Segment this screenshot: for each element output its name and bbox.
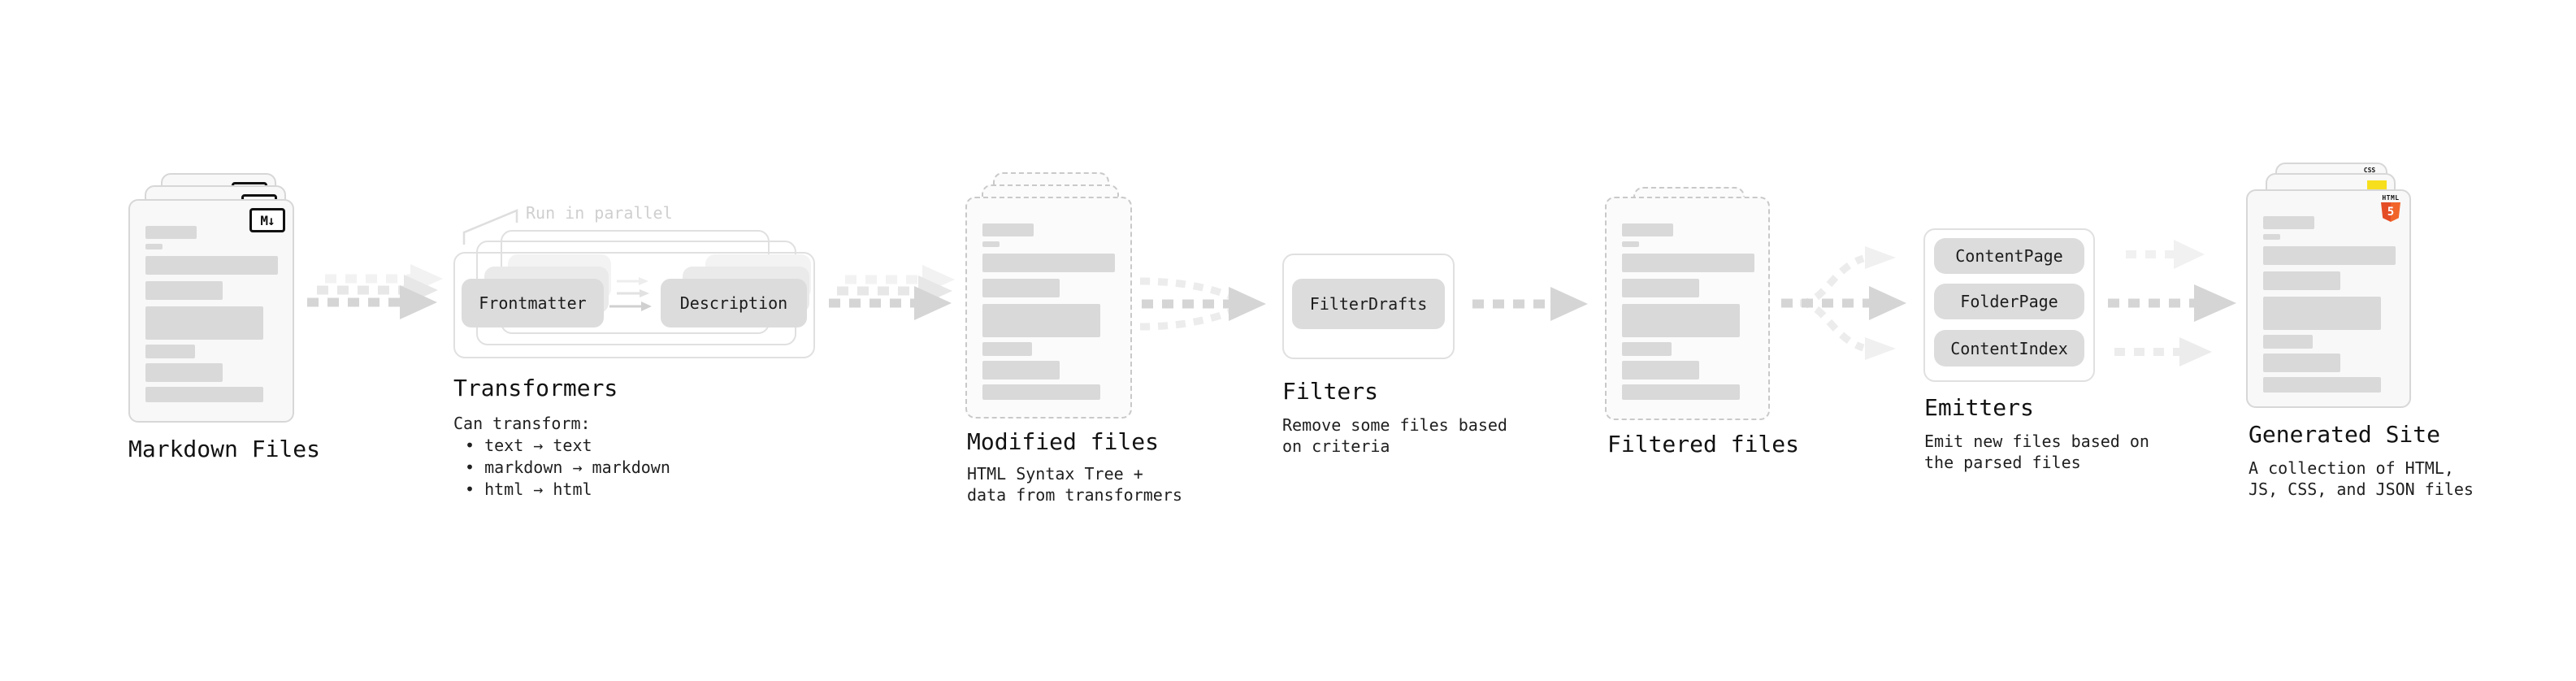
stage-emitters: ContentPage FolderPage ContentIndex <box>1923 228 2095 382</box>
text-line-placeholder <box>982 223 1034 236</box>
stage-title-modified-files: Modified files <box>967 428 1160 455</box>
contentpage-pill: ContentPage <box>1934 238 2084 274</box>
arrow-filtered-to-emitters <box>1781 246 1906 360</box>
arrow-emitters-to-generated <box>2108 240 2236 367</box>
generated-file-card-front: HTML 5 <box>2246 189 2411 408</box>
text-line-placeholder <box>2263 354 2340 372</box>
stage-filters: FilterDrafts <box>1282 254 1455 359</box>
text-line-placeholder <box>145 244 163 249</box>
text-line-placeholder <box>982 241 1000 247</box>
emitters-box <box>1923 228 2095 382</box>
stage-title-markdown-files: Markdown Files <box>128 436 321 462</box>
arrow-modified-to-filters <box>1139 277 1266 331</box>
transformers-desc: Can transform: <box>453 414 591 433</box>
text-line-placeholder <box>145 281 223 300</box>
markdown-file-card-front: M↓ <box>128 199 294 423</box>
generated-site-desc: JS, CSS, and JSON files <box>2249 479 2474 499</box>
stage-title-filtered-files: Filtered files <box>1607 431 1800 458</box>
stage-title-filters: Filters <box>1282 378 1379 405</box>
modified-file-card-front <box>965 197 1132 419</box>
text-line-placeholder <box>2263 297 2381 330</box>
stage-transformers: Frontmatter Description <box>453 230 815 358</box>
text-line-placeholder <box>145 387 263 402</box>
modified-files-desc: HTML Syntax Tree + <box>967 464 1143 484</box>
text-line-placeholder <box>2263 335 2313 349</box>
filterdrafts-pill: FilterDrafts <box>1292 279 1445 329</box>
transformer-box-front <box>453 252 815 358</box>
transformers-desc: • html → html <box>465 479 592 499</box>
text-line-placeholder <box>145 363 223 382</box>
arrow-filters-to-filtered <box>1472 287 1588 321</box>
transformers-desc: • markdown → markdown <box>465 458 670 477</box>
description-pill: Description <box>661 279 807 327</box>
text-line-placeholder <box>1622 304 1740 337</box>
generated-site-desc: A collection of HTML, <box>2249 458 2454 478</box>
html5-icon: HTML 5 <box>2380 194 2401 222</box>
markdown-icon: M↓ <box>249 208 285 232</box>
stage-generated-site: CSS HTML 5 <box>2246 163 2411 408</box>
text-line-placeholder <box>1622 223 1673 236</box>
text-line-placeholder <box>982 342 1032 356</box>
stage-markdown-files: M↓ M↓ M↓ <box>128 173 294 423</box>
text-line-placeholder <box>1622 254 1754 272</box>
folderpage-pill: FolderPage <box>1934 284 2084 319</box>
text-line-placeholder <box>982 361 1060 380</box>
text-line-placeholder <box>145 306 263 340</box>
text-line-placeholder <box>982 304 1100 337</box>
text-line-placeholder <box>1622 279 1699 297</box>
stage-modified-files <box>965 172 1132 419</box>
text-line-placeholder <box>2263 377 2381 393</box>
js-icon <box>2367 180 2387 191</box>
arrow-markdown-to-transformers <box>307 264 443 319</box>
text-line-placeholder <box>2263 246 2396 265</box>
run-in-parallel-label: Run in parallel <box>526 203 673 223</box>
modified-files-desc: data from transformers <box>967 485 1182 505</box>
stage-filtered-files <box>1605 187 1770 420</box>
text-line-placeholder <box>982 279 1060 297</box>
text-line-placeholder <box>145 256 278 275</box>
stage-title-transformers: Transformers <box>453 375 618 401</box>
filtered-file-card-front <box>1605 197 1770 420</box>
text-line-placeholder <box>2263 216 2314 229</box>
text-line-placeholder <box>2263 234 2280 240</box>
stage-title-emitters: Emitters <box>1924 394 2034 421</box>
emitters-desc: the parsed files <box>1924 453 2081 472</box>
filters-desc: Remove some files based <box>1282 415 1507 435</box>
filters-box <box>1282 254 1455 359</box>
text-line-placeholder <box>1622 361 1699 380</box>
text-line-placeholder <box>982 254 1115 272</box>
text-line-placeholder <box>1622 384 1740 400</box>
transformers-desc: • text → text <box>465 436 592 455</box>
contentindex-pill: ContentIndex <box>1934 330 2084 367</box>
text-line-placeholder <box>2263 271 2340 290</box>
frontmatter-pill: Frontmatter <box>462 279 604 327</box>
text-line-placeholder <box>1622 241 1639 247</box>
emitters-desc: Emit new files based on <box>1924 432 2149 451</box>
filters-desc: on criteria <box>1282 436 1390 456</box>
text-line-placeholder <box>145 345 195 358</box>
text-line-placeholder <box>1622 342 1672 356</box>
text-line-placeholder <box>982 384 1100 400</box>
arrow-transformers-to-modified <box>829 265 955 320</box>
stage-title-generated-site: Generated Site <box>2249 421 2441 448</box>
text-line-placeholder <box>145 226 197 239</box>
